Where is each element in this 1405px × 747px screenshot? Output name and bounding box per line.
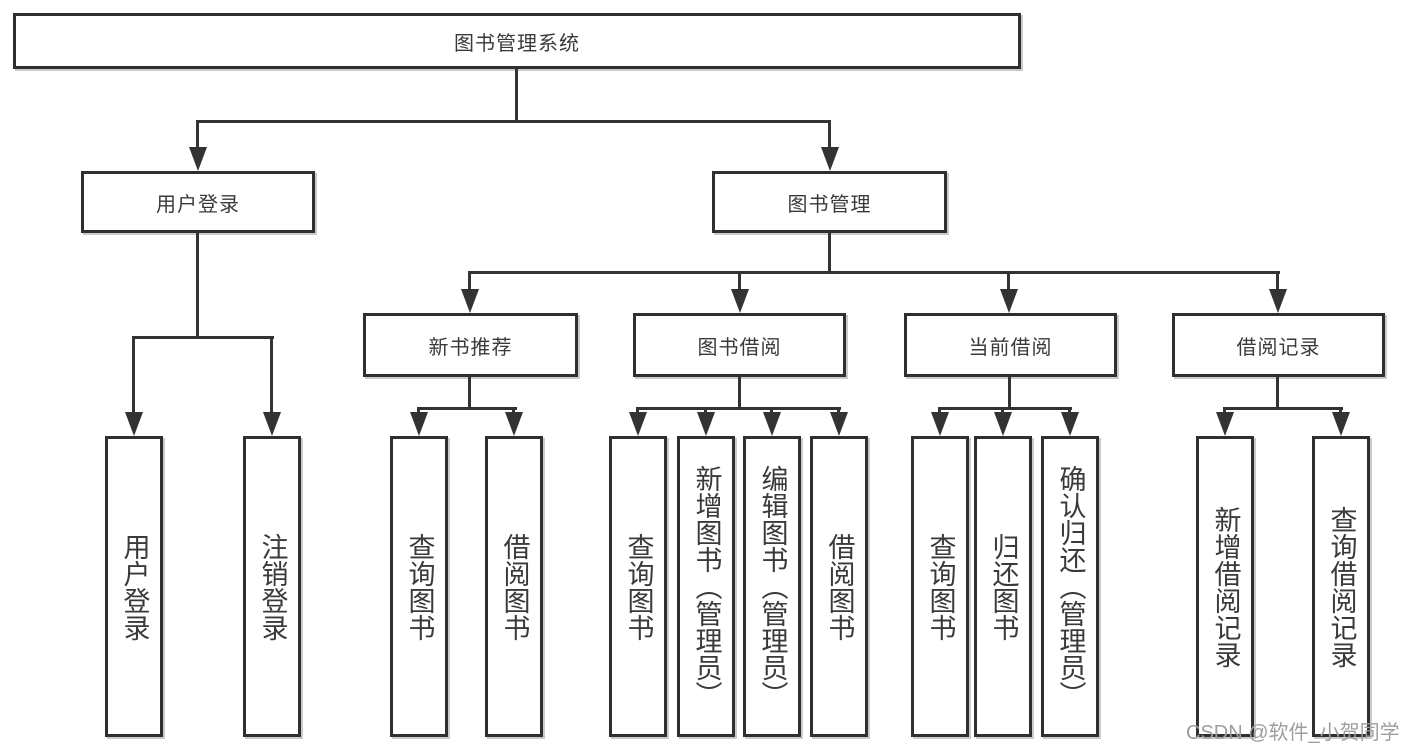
connector-stub bbox=[837, 407, 840, 415]
connector-stub bbox=[704, 407, 707, 415]
arrowhead-leaf bbox=[505, 412, 523, 436]
leaf-query-borrow-record-label: 查询借阅记录 bbox=[1326, 505, 1357, 668]
connector-book-borrow-stem bbox=[738, 377, 741, 408]
connector-drop-new-book bbox=[468, 271, 471, 289]
leaf-query-book-3-label: 查询图书 bbox=[925, 532, 956, 641]
node-current-borrow: 当前借阅 bbox=[904, 313, 1117, 377]
arrowhead-leaf bbox=[1216, 412, 1234, 436]
leaf-query-book-2: 查询图书 bbox=[609, 436, 667, 737]
connector-stub bbox=[938, 407, 941, 415]
node-book-borrow-label: 图书借阅 bbox=[697, 336, 782, 359]
arrowhead-leaf bbox=[1332, 412, 1350, 436]
leaf-logout-label: 注销登录 bbox=[257, 532, 288, 641]
arrowhead-leaf bbox=[1061, 412, 1079, 436]
node-book-management: 图书管理 bbox=[712, 171, 947, 233]
connector-borrow-record-stem bbox=[1276, 377, 1279, 408]
leaf-add-borrow-record-label: 新增借阅记录 bbox=[1210, 505, 1241, 668]
arrowhead-new-book bbox=[461, 289, 479, 313]
node-book-borrow: 图书借阅 bbox=[633, 313, 846, 377]
connector-drop-logout-leaf bbox=[270, 336, 273, 412]
connector-borrow-record-arm bbox=[1223, 407, 1343, 410]
node-borrow-record: 借阅记录 bbox=[1172, 313, 1385, 377]
node-user-login: 用户登录 bbox=[81, 171, 315, 233]
connector-drop-book-borrow bbox=[738, 271, 741, 289]
arrowhead-leaf bbox=[763, 412, 781, 436]
leaf-return-book-label: 归还图书 bbox=[988, 532, 1019, 641]
connector-drop-login-leaf bbox=[132, 336, 135, 412]
arrowhead-leaf bbox=[629, 412, 647, 436]
arrowhead-logout-leaf bbox=[263, 412, 281, 436]
connector-stub bbox=[1339, 407, 1342, 415]
connector-stub bbox=[512, 407, 515, 415]
connector-stub bbox=[770, 407, 773, 415]
arrowhead-borrow-record bbox=[1269, 289, 1287, 313]
connector-stub bbox=[1223, 407, 1226, 415]
leaf-borrow-book-2: 借阅图书 bbox=[810, 436, 868, 737]
node-user-login-label: 用户登录 bbox=[156, 193, 240, 216]
arrowhead-leaf bbox=[830, 412, 848, 436]
leaf-query-borrow-record: 查询借阅记录 bbox=[1312, 436, 1370, 737]
connector-new-book-arm bbox=[417, 407, 517, 410]
connector-user-login-stem bbox=[196, 233, 199, 336]
connector-stub bbox=[417, 407, 420, 415]
leaf-add-book-admin: 新增图书（管理员） bbox=[677, 436, 735, 737]
arrowhead-leaf bbox=[994, 412, 1012, 436]
leaf-logout: 注销登录 bbox=[243, 436, 301, 737]
csdn-watermark: CSDN @软件_小贺同学 bbox=[1186, 722, 1400, 744]
node-new-book-recommend-label: 新书推荐 bbox=[428, 336, 513, 359]
connector-drop-book-mgmt bbox=[828, 120, 831, 148]
connector-current-borrow-arm bbox=[938, 407, 1072, 410]
arrowhead-current-borrow bbox=[1000, 289, 1018, 313]
arrowhead-user-login bbox=[189, 147, 207, 171]
leaf-query-book-1-label: 查询图书 bbox=[404, 532, 435, 641]
leaf-confirm-return-admin: 确认归还（管理员） bbox=[1041, 436, 1099, 737]
connector-drop-current-borrow bbox=[1007, 271, 1010, 289]
connector-root-stem bbox=[515, 69, 518, 121]
connector-new-book-stem bbox=[468, 377, 471, 408]
leaf-add-book-admin-label: 新增图书（管理员） bbox=[691, 465, 722, 708]
connector-level3-arm bbox=[468, 271, 1280, 274]
arrowhead-book-borrow bbox=[731, 289, 749, 313]
connector-level2-arm bbox=[196, 120, 831, 123]
node-current-borrow-label: 当前借阅 bbox=[968, 336, 1053, 359]
leaf-borrow-book-1: 借阅图书 bbox=[485, 436, 543, 737]
arrowhead-leaf bbox=[697, 412, 715, 436]
leaf-edit-book-admin-label: 编辑图书（管理员） bbox=[757, 465, 788, 708]
connector-stub bbox=[1068, 407, 1071, 415]
leaf-query-book-1: 查询图书 bbox=[390, 436, 448, 737]
leaf-borrow-book-2-label: 借阅图书 bbox=[824, 532, 855, 641]
node-root-label: 图书管理系统 bbox=[454, 32, 580, 55]
leaf-edit-book-admin: 编辑图书（管理员） bbox=[743, 436, 801, 737]
node-borrow-record-label: 借阅记录 bbox=[1236, 336, 1321, 359]
connector-current-borrow-stem bbox=[1008, 377, 1011, 408]
leaf-return-book: 归还图书 bbox=[974, 436, 1032, 737]
leaf-query-book-3: 查询图书 bbox=[911, 436, 969, 737]
connector-user-login-arm bbox=[132, 336, 274, 339]
leaf-confirm-return-admin-label: 确认归还（管理员） bbox=[1055, 465, 1086, 708]
arrowhead-book-mgmt bbox=[821, 147, 839, 171]
arrowhead-login-leaf bbox=[125, 412, 143, 436]
node-new-book-recommend: 新书推荐 bbox=[363, 313, 578, 377]
leaf-add-borrow-record: 新增借阅记录 bbox=[1196, 436, 1254, 737]
arrowhead-leaf bbox=[931, 412, 949, 436]
connector-drop-borrow-record bbox=[1276, 271, 1279, 289]
connector-book-borrow-arm bbox=[636, 407, 841, 410]
connector-stub bbox=[1001, 407, 1004, 415]
leaf-query-book-2-label: 查询图书 bbox=[623, 532, 654, 641]
leaf-user-login-label: 用户登录 bbox=[119, 532, 150, 641]
node-book-management-label: 图书管理 bbox=[787, 193, 872, 216]
node-root: 图书管理系统 bbox=[13, 13, 1021, 69]
connector-book-mgmt-stem bbox=[828, 233, 831, 271]
leaf-borrow-book-1-label: 借阅图书 bbox=[499, 532, 530, 641]
leaf-user-login: 用户登录 bbox=[105, 436, 163, 737]
arrowhead-leaf bbox=[410, 412, 428, 436]
connector-stub bbox=[636, 407, 639, 415]
connector-drop-user-login bbox=[196, 120, 199, 148]
